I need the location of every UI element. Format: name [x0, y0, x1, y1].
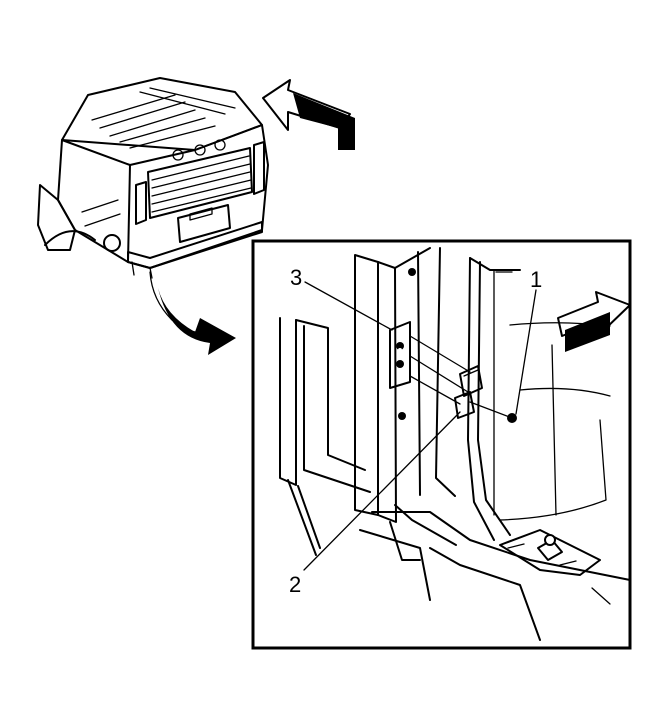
callout-1-label: 1: [530, 267, 542, 292]
callout-1-leader: [515, 289, 537, 415]
callout-3-leader: [304, 281, 393, 331]
callout-3-label: 3: [290, 265, 302, 290]
callout-2-label: 2: [289, 572, 301, 597]
view-direction-arrow-icon: [262, 79, 355, 150]
vehicle-overview-icon: [37, 77, 269, 279]
detail-zoom-arrow-icon: [149, 271, 236, 355]
view-direction-arrow-icon: [557, 291, 631, 352]
detail-frame: [251, 239, 632, 650]
callout-2-leader: [303, 411, 461, 571]
detail-view: [279, 247, 631, 641]
